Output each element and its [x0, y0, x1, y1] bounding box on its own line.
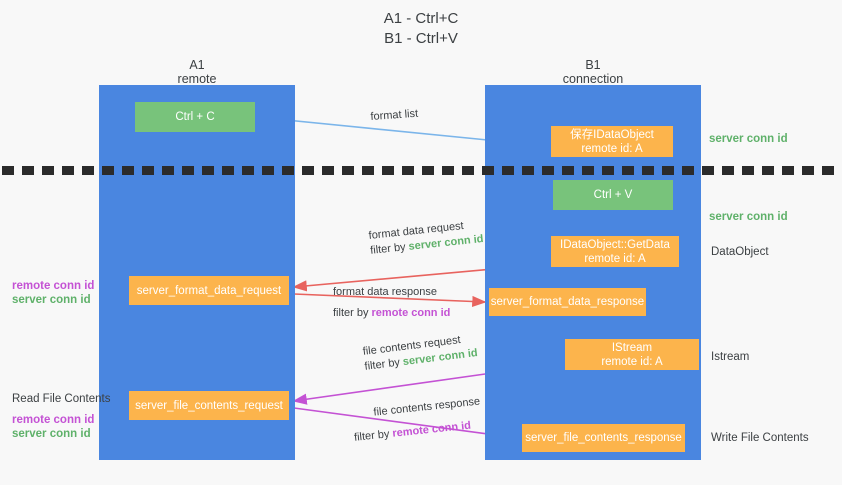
- filter-key-remote-conn-id: remote conn id: [371, 307, 451, 319]
- node-server-file-contents-response: server_file_contents_response: [522, 424, 685, 452]
- edge-label-format-data-response-line1: format data response: [333, 286, 437, 298]
- edge-label-format-data-response: format data response filter by remote co…: [333, 285, 450, 321]
- lane-a1-name: A1: [189, 58, 205, 72]
- node-server-format-data-request: server_format_data_request: [129, 276, 289, 305]
- filter-by-prefix: filter by: [363, 356, 404, 373]
- filter-by-prefix: filter by: [333, 307, 372, 319]
- node-getdata-remote-id: remote id: A: [584, 252, 646, 265]
- node-idataobject-label: 保存IDataObject: [570, 128, 654, 141]
- node-ctrl-v: Ctrl + V: [553, 180, 673, 210]
- node-server-format-data-request-label: server_format_data_request: [136, 284, 282, 297]
- lane-b1-title: B1 connection: [485, 58, 701, 86]
- node-getdata-label: IDataObject::GetData: [560, 238, 670, 251]
- filter-by-prefix: filter by: [353, 427, 394, 444]
- label-left-remote-conn-id-1: remote conn id: [12, 280, 95, 292]
- phase-divider-dashed-line: [2, 166, 836, 175]
- node-server-format-data-response-label: server_format_data_response: [490, 296, 645, 308]
- label-left-read-file-contents: Read File Contents: [12, 393, 111, 405]
- label-left-server-conn-id-1: server conn id: [12, 294, 91, 306]
- label-right-server-conn-id-top: server conn id: [709, 133, 788, 145]
- node-idataobject-remote-id: remote id: A: [581, 142, 643, 155]
- node-ctrl-c: Ctrl + C: [135, 102, 255, 132]
- lane-a1-subtitle: remote: [177, 72, 217, 86]
- lane-b1-subtitle: connection: [562, 72, 624, 86]
- node-idataobject: 保存IDataObject remote id: A: [551, 126, 673, 157]
- node-server-format-data-response: server_format_data_response: [489, 288, 646, 316]
- label-right-server-conn-id-mid: server conn id: [709, 211, 788, 223]
- node-server-file-contents-response-label: server_file_contents_response: [525, 432, 682, 444]
- node-idataobject-getdata: IDataObject::GetData remote id: A: [551, 236, 679, 267]
- arrow-file-contents-response: [293, 407, 520, 442]
- label-left-remote-conn-id-2: remote conn id: [12, 414, 95, 426]
- diagram-title: A1 - Ctrl+C B1 - Ctrl+V: [0, 9, 842, 49]
- arrow-format-data-response: [293, 293, 487, 308]
- label-right-dataobject: DataObject: [711, 246, 769, 258]
- node-ctrl-v-label: Ctrl + V: [593, 189, 633, 201]
- filter-by-prefix: filter by: [369, 240, 410, 257]
- node-istream-remote-id: remote id: A: [601, 355, 663, 368]
- edge-label-format-data-response-line2: filter by remote conn id: [333, 306, 450, 321]
- node-istream-label: IStream: [611, 341, 653, 354]
- title-line-1: A1 - Ctrl+C: [383, 10, 459, 27]
- node-ctrl-c-label: Ctrl + C: [175, 111, 215, 123]
- title-line-2: B1 - Ctrl+V: [384, 30, 458, 47]
- lane-b1-name: B1: [585, 58, 601, 72]
- node-server-file-contents-request: server_file_contents_request: [129, 391, 289, 420]
- node-server-file-contents-request-label: server_file_contents_request: [135, 399, 283, 412]
- label-right-istream: Istream: [711, 351, 750, 363]
- label-left-server-conn-id-2: server conn id: [12, 428, 91, 440]
- label-right-write-file-contents: Write File Contents: [711, 432, 809, 444]
- lane-a1-title: A1 remote: [99, 58, 295, 86]
- node-istream: IStream remote id: A: [565, 339, 699, 370]
